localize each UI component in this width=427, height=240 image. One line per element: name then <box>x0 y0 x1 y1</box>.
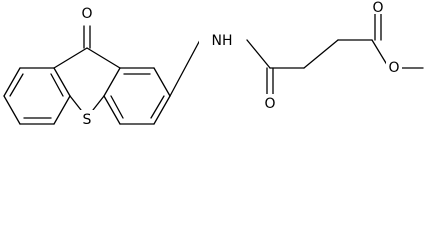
structure-canvas: O S NH O O O <box>3 0 424 128</box>
bond <box>153 95 171 125</box>
bond <box>53 47 88 69</box>
bond <box>153 67 171 97</box>
sulfur-label: S <box>83 112 92 128</box>
bond <box>169 39 201 97</box>
bond <box>53 67 71 97</box>
bond <box>3 95 21 125</box>
bond <box>3 67 21 97</box>
amide-nitrogen: NH <box>199 30 245 52</box>
amide-oxygen-label: O <box>264 96 275 112</box>
bonds <box>3 11 424 125</box>
bond <box>53 95 71 125</box>
molecule-structure: O S NH O O O <box>3 0 424 128</box>
sulfur-atom: S <box>80 110 94 128</box>
ketone-oxygen: O <box>79 4 95 22</box>
bond <box>9 73 24 97</box>
bond <box>303 39 339 69</box>
bond <box>110 95 124 119</box>
amide-oxygen: O <box>262 94 278 114</box>
bond <box>50 73 64 97</box>
bond <box>86 47 121 69</box>
ester-carbonyl-oxygen: O <box>370 0 386 16</box>
bond <box>103 67 121 97</box>
bond <box>150 95 165 119</box>
ester-oxygen-label: O <box>388 60 399 76</box>
bond <box>103 95 121 125</box>
ketone-oxygen-label: O <box>81 6 92 22</box>
ester-oxygen: O <box>386 58 402 78</box>
amide-nitrogen-label: NH <box>212 33 233 49</box>
bond <box>92 95 105 111</box>
bond <box>246 39 271 69</box>
atom-labels: O S NH O O O <box>79 0 402 128</box>
bond <box>69 95 82 111</box>
ester-carbonyl-oxygen-label: O <box>372 0 383 16</box>
